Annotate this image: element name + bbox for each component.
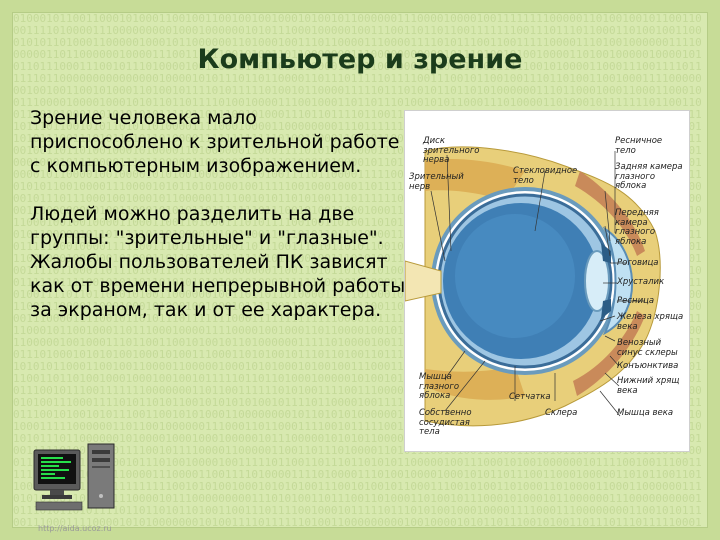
lower-muscle (425, 366, 525, 400)
computer-icon (32, 440, 122, 518)
label-anterior-chamber: Передняя камера глазного яблока (615, 208, 659, 247)
paragraph-2: Людей можно разделить на две группы: "зр… (30, 203, 406, 321)
paragraph-1: Зрение человека мало приспособлено к зри… (30, 107, 400, 177)
footer-url: http://aida.ucoz.ru (38, 524, 112, 533)
label-sclera: Склера (545, 408, 578, 418)
label-venous-sinus: Венозный синус склеры (617, 338, 678, 358)
label-retina: Сетчатка (509, 392, 551, 402)
label-posterior-chamber: Задняя камера глазного яблока (615, 162, 683, 191)
label-optic-disc: Диск зрительного нерва (423, 136, 480, 165)
label-lines (430, 151, 645, 417)
label-cornea: Роговица (617, 258, 659, 268)
upper-eyelid (575, 171, 645, 256)
lens (584, 250, 610, 312)
label-eyelid-muscle: Мышца века (617, 408, 674, 418)
lower-eyelid (573, 311, 645, 396)
label-lens: Хрусталик (617, 277, 665, 287)
label-own-vascular: Собственно сосудистая тела (419, 408, 472, 437)
label-ciliary-body: Ресничное тело (615, 136, 663, 156)
label-vitreous: Стекловидное тело (513, 166, 578, 186)
label-eye-muscle: Мышца глазного яблока (419, 372, 460, 401)
eye-anatomy-diagram: Диск зрительного нерва Зрительный нерв С… (404, 110, 690, 452)
label-conjunctiva: Конъюнктива (617, 361, 679, 371)
eye-illustration (405, 146, 661, 427)
label-eyelash: Ресница (617, 296, 655, 306)
label-tarsal-gland: Железа хряща века (617, 312, 684, 332)
slide-body: Зрение человека мало приспособлено к зри… (30, 106, 410, 322)
label-optic-nerve: Зрительный нерв (409, 172, 464, 192)
slide-title: Компьютер и зрение (197, 44, 523, 75)
optic-nerve (405, 260, 442, 302)
label-lower-tarsus: Нижний хрящ века (617, 376, 680, 396)
